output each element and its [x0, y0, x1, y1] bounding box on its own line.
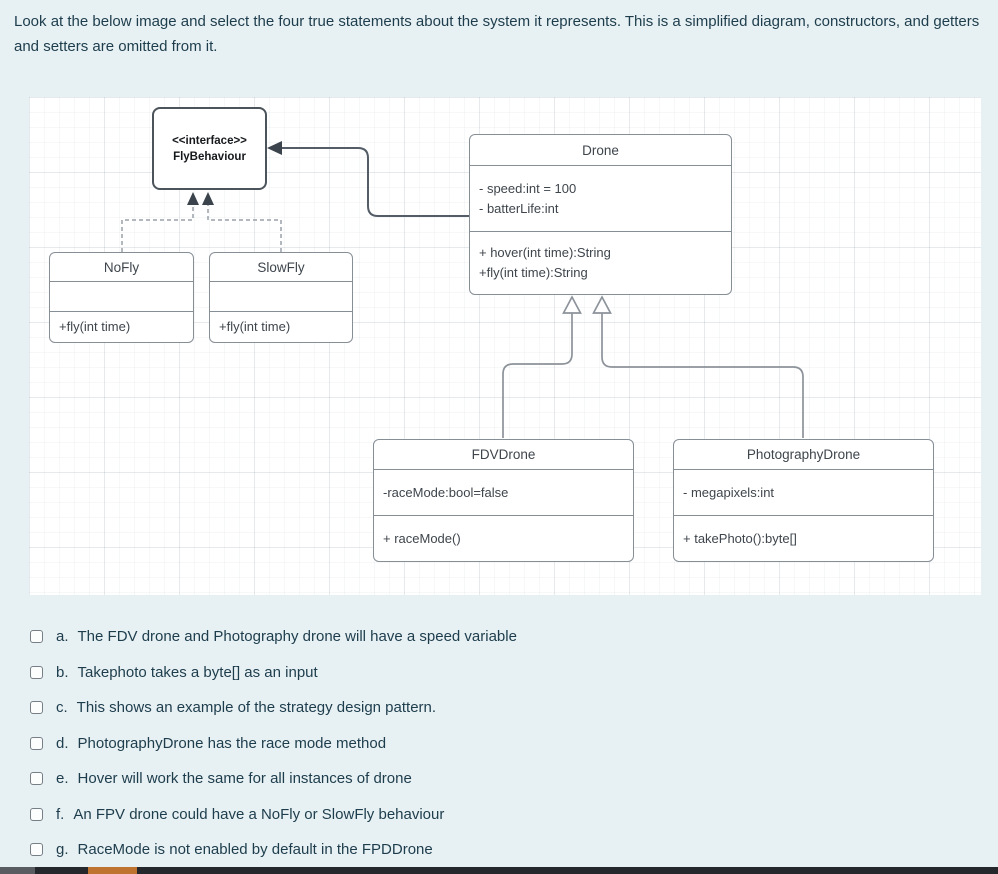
class-name: Drone: [582, 142, 619, 158]
option-text: An FPV drone could have a NoFly or SlowF…: [73, 805, 445, 823]
attribute-label: -raceMode:bool=false: [383, 484, 509, 500]
method-label: + raceMode(): [383, 530, 461, 546]
attributes-compartment: [50, 281, 193, 311]
option-letter: e.: [56, 770, 69, 788]
option-row-d: d. PhotographyDrone has the race mode me…: [30, 726, 990, 762]
attributes-compartment: - megapixels:int: [674, 469, 933, 515]
method-label: + hover(int time):String: [479, 245, 611, 260]
answer-options: a. The FDV drone and Photography drone w…: [30, 619, 990, 868]
option-letter: d.: [56, 734, 69, 752]
option-checkbox-f[interactable]: [30, 807, 43, 821]
option-checkbox-a[interactable]: [30, 630, 43, 644]
association-arrowhead-icon: [267, 141, 282, 155]
option-row-e: e. Hover will work the same for all inst…: [30, 761, 990, 797]
association-line-drone-flybehaviour: [279, 147, 469, 217]
option-row-g: g. RaceMode is not enabled by default in…: [30, 832, 990, 868]
class-name: FDVDrone: [471, 447, 536, 462]
implements-line-slowfly: [207, 205, 282, 252]
class-box-photographydrone: PhotographyDrone - megapixels:int + take…: [673, 439, 934, 562]
class-box-drone: Drone - speed:int = 100 - batterLife:int…: [469, 134, 732, 295]
methods-compartment: + hover(int time):String +fly(int time):…: [470, 231, 731, 294]
attribute-label: - megapixels:int: [683, 484, 775, 500]
option-checkbox-g[interactable]: [30, 843, 43, 857]
bottom-bar-orange-segment: [88, 867, 137, 874]
method-label: +fly(int time):String: [479, 265, 588, 280]
option-row-a: a. The FDV drone and Photography drone w…: [30, 619, 990, 655]
attributes-compartment: [210, 281, 352, 311]
option-checkbox-d[interactable]: [30, 736, 43, 750]
option-letter: c.: [56, 699, 68, 717]
option-checkbox-c[interactable]: [30, 701, 43, 715]
option-letter: g.: [56, 841, 69, 859]
question-text: Look at the below image and select the f…: [14, 13, 980, 55]
option-text: Hover will work the same for all instanc…: [77, 770, 412, 788]
class-box-slowfly: SlowFly +fly(int time): [209, 252, 353, 343]
bottom-bar: [0, 867, 998, 874]
methods-compartment: +fly(int time): [210, 311, 352, 342]
option-letter: f.: [56, 805, 65, 823]
methods-compartment: + takePhoto():byte[]: [674, 515, 933, 561]
methods-compartment: + raceMode(): [374, 515, 633, 561]
option-text: PhotographyDrone has the race mode metho…: [77, 734, 387, 752]
option-row-f: f. An FPV drone could have a NoFly or Sl…: [30, 797, 990, 833]
uml-diagram-panel: <<interface>> FlyBehaviour NoFly +fly(in…: [29, 97, 981, 595]
class-name: FlyBehaviour: [173, 150, 246, 163]
class-box-nofly: NoFly +fly(int time): [49, 252, 194, 343]
option-checkbox-e[interactable]: [30, 772, 43, 786]
method-label: + takePhoto():byte[]: [683, 530, 797, 546]
attributes-compartment: -raceMode:bool=false: [374, 469, 633, 515]
option-text: Takephoto takes a byte[] as an input: [77, 663, 318, 681]
class-name: SlowFly: [257, 259, 305, 275]
option-text: This shows an example of the strategy de…: [76, 699, 437, 717]
option-row-c: c. This shows an example of the strategy…: [30, 690, 990, 726]
attributes-compartment: - speed:int = 100 - batterLife:int: [470, 165, 731, 231]
implements-arrowhead-slowfly-icon: [202, 192, 214, 205]
method-label: +fly(int time): [59, 319, 131, 334]
class-name: NoFly: [103, 259, 140, 275]
inheritance-triangle-photographydrone-icon: [592, 295, 612, 314]
option-letter: a.: [56, 628, 69, 646]
implements-arrowhead-nofly-icon: [187, 192, 199, 205]
class-box-fdvdrone: FDVDrone -raceMode:bool=false + raceMode…: [373, 439, 634, 562]
attribute-label: - batterLife:int: [479, 200, 559, 216]
methods-compartment: +fly(int time): [50, 311, 193, 342]
class-name: PhotographyDrone: [746, 447, 861, 462]
option-text: The FDV drone and Photography drone will…: [77, 628, 517, 646]
option-letter: b.: [56, 663, 69, 681]
stereotype-label: <<interface>>: [172, 134, 247, 147]
method-label: +fly(int time): [219, 319, 291, 334]
inheritance-line-photographydrone: [601, 313, 804, 438]
bottom-bar-gray-segment: [0, 867, 35, 874]
inheritance-line-fdvdrone: [502, 313, 573, 438]
class-box-flybehaviour: <<interface>> FlyBehaviour: [152, 107, 267, 190]
attribute-label: - speed:int = 100: [479, 180, 577, 196]
option-checkbox-b[interactable]: [30, 665, 43, 679]
option-text: RaceMode is not enabled by default in th…: [77, 841, 433, 859]
implements-line-nofly: [121, 205, 194, 252]
option-row-b: b. Takephoto takes a byte[] as an input: [30, 655, 990, 691]
inheritance-triangle-fdvdrone-icon: [562, 295, 582, 314]
